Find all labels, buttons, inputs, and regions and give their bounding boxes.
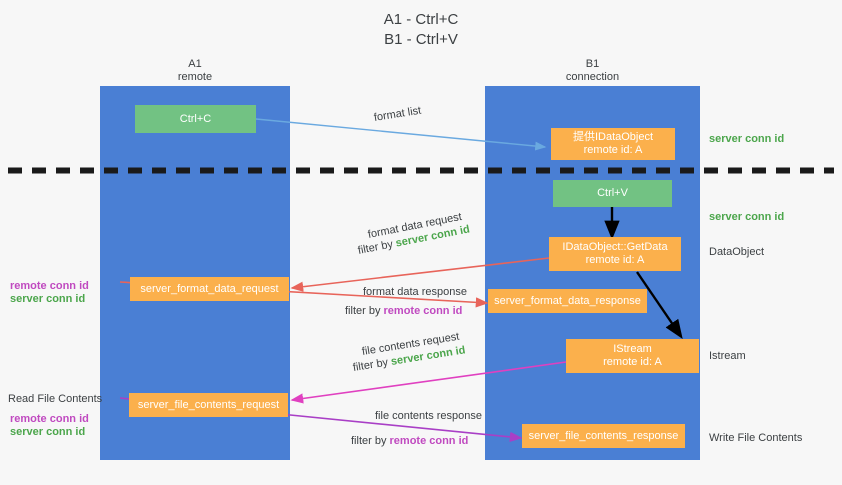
filter-prefix: filter by: [351, 435, 390, 447]
annotation-read-file-contents: Read File Contents: [8, 393, 103, 405]
box-server-format-data-request-label: server_format_data_request: [140, 282, 279, 295]
box-provide-idataobject[interactable]: 提供IDataObject remote id: A: [551, 128, 675, 160]
edge-getdata-to-istream: [636, 271, 683, 339]
box-ctrl-c-label: Ctrl+C: [179, 112, 212, 125]
box-server-format-data-request[interactable]: server_format_data_request: [130, 277, 289, 301]
annotation-istream: Istream: [709, 350, 746, 362]
box-ctrl-v[interactable]: Ctrl+V: [553, 180, 672, 207]
edge-label-file-contents-response-filter: filter by remote conn id: [351, 434, 468, 448]
box-server-file-contents-request[interactable]: server_file_contents_request: [129, 393, 288, 417]
box-provide-idataobject-line2: remote id: A: [583, 144, 643, 156]
edge-label-format-data-response: format data response: [363, 286, 467, 298]
filter-prefix: filter by: [345, 305, 384, 317]
box-ctrl-v-label: Ctrl+V: [597, 187, 628, 199]
edge-format-list: [255, 118, 547, 151]
box-provide-idataobject-line1: 提供IDataObject: [572, 131, 654, 143]
column-header-a1: A1 remote: [100, 58, 290, 84]
filter-value-remote-conn-id: remote conn id: [389, 435, 469, 447]
box-ctrl-c[interactable]: Ctrl+C: [135, 105, 256, 133]
box-server-format-data-response[interactable]: server_format_data_response: [488, 289, 647, 313]
annotation-server-conn-id-mid: server conn id: [709, 211, 785, 223]
annotation-file-remote-conn-id: remote conn id: [10, 413, 89, 425]
title-line-2: B1 - Ctrl+V: [384, 31, 458, 48]
diagram-title: A1 - Ctrl+C B1 - Ctrl+V: [0, 10, 842, 50]
annotation-server-conn-id-top: server conn id: [709, 133, 785, 145]
edge-format-data-request: [290, 257, 550, 292]
box-server-format-data-response-label: server_format_data_response: [494, 294, 641, 307]
edge-file-contents-request: [290, 361, 567, 404]
box-getdata-line2: remote id: A: [585, 254, 645, 266]
column-a1-sub: remote: [177, 71, 213, 83]
annotation-write-file-contents: Write File Contents: [709, 432, 803, 444]
edge-label-format-data-response-filter: filter by remote conn id: [345, 304, 462, 318]
box-getdata[interactable]: IDataObject::GetData remote id: A: [549, 237, 681, 271]
box-istream-line2: remote id: A: [603, 356, 662, 368]
column-b1-name: B1: [585, 58, 600, 70]
column-b1-sub: connection: [565, 71, 620, 83]
box-server-file-contents-request-label: server_file_contents_request: [137, 398, 280, 411]
annotation-file-server-conn-id: server conn id: [10, 426, 86, 438]
box-server-file-contents-response[interactable]: server_file_contents_response: [522, 424, 685, 448]
box-server-file-contents-response-label: server_file_contents_response: [528, 429, 679, 442]
column-header-b1: B1 connection: [485, 58, 700, 84]
column-a1-name: A1: [188, 58, 202, 70]
filter-value-remote-conn-id: remote conn id: [383, 305, 463, 317]
annotation-format-remote-conn-id: remote conn id: [10, 280, 89, 292]
box-istream[interactable]: IStream remote id: A: [566, 339, 699, 373]
box-getdata-line1: IDataObject::GetData: [562, 241, 668, 253]
annotation-format-server-conn-id: server conn id: [10, 293, 86, 305]
phase-divider: [8, 167, 834, 174]
edge-label-file-contents-response: file contents response: [375, 410, 483, 422]
title-line-1: A1 - Ctrl+C: [383, 11, 459, 28]
box-istream-line1: IStream: [613, 343, 652, 355]
annotation-dataobject: DataObject: [709, 246, 765, 258]
